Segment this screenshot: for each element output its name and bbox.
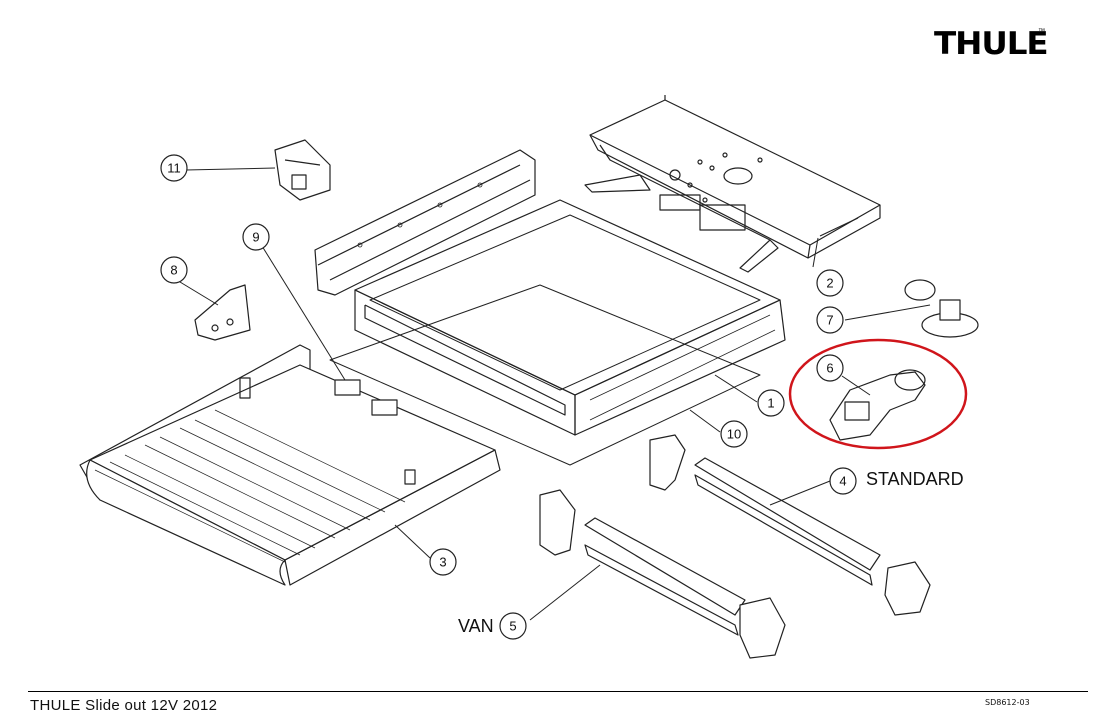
- callout-8: 8: [160, 256, 188, 284]
- svg-text:2: 2: [826, 276, 833, 291]
- bracket-part-8: [194, 284, 251, 341]
- footer-divider: [28, 691, 1088, 692]
- callout-2: 2: [816, 269, 844, 297]
- callout-5: 5: [499, 612, 527, 640]
- step-part: [79, 344, 501, 586]
- svg-text:7: 7: [826, 313, 833, 328]
- svg-text:10: 10: [727, 427, 741, 442]
- callout-6: 6: [816, 354, 844, 382]
- svg-text:6: 6: [826, 361, 833, 376]
- motor-part: [829, 369, 926, 441]
- svg-text:3: 3: [439, 555, 446, 570]
- trademark-mark: ™: [1038, 28, 1045, 35]
- svg-text:9: 9: [252, 230, 259, 245]
- standard-rail-part: [649, 434, 931, 616]
- callout-7: 7: [816, 306, 844, 334]
- standard-label: STANDARD: [866, 469, 964, 489]
- footer-title: THULE Slide out 12V 2012: [30, 697, 218, 714]
- svg-text:5: 5: [509, 619, 516, 634]
- van-rail-part: [539, 489, 786, 659]
- exploded-parts-diagram: 1 2 3 4 5 6 7 8 9 10 11: [79, 95, 979, 659]
- mounting-plate-part: [584, 95, 881, 273]
- svg-text:11: 11: [167, 161, 181, 176]
- highlight-ellipse: [788, 338, 968, 450]
- van-label: VAN: [458, 616, 494, 636]
- callout-9: 9: [242, 223, 270, 251]
- thule-logo: THULE: [934, 26, 1049, 62]
- svg-text:8: 8: [170, 263, 177, 278]
- callout-10: 10: [720, 420, 748, 448]
- housing-frame-part: [329, 199, 786, 466]
- clip-part-9: [334, 379, 398, 416]
- bracket-part-11: [274, 139, 331, 201]
- gear-part: [904, 279, 979, 338]
- svg-text:4: 4: [839, 474, 846, 489]
- footer-code: SD8612-03: [985, 698, 1030, 707]
- callout-1: 1: [757, 389, 785, 417]
- side-rail-part: [314, 149, 536, 296]
- callout-4: 4: [829, 467, 857, 495]
- callout-3: 3: [429, 548, 457, 576]
- svg-text:1: 1: [767, 396, 774, 411]
- callout-11: 11: [160, 154, 188, 182]
